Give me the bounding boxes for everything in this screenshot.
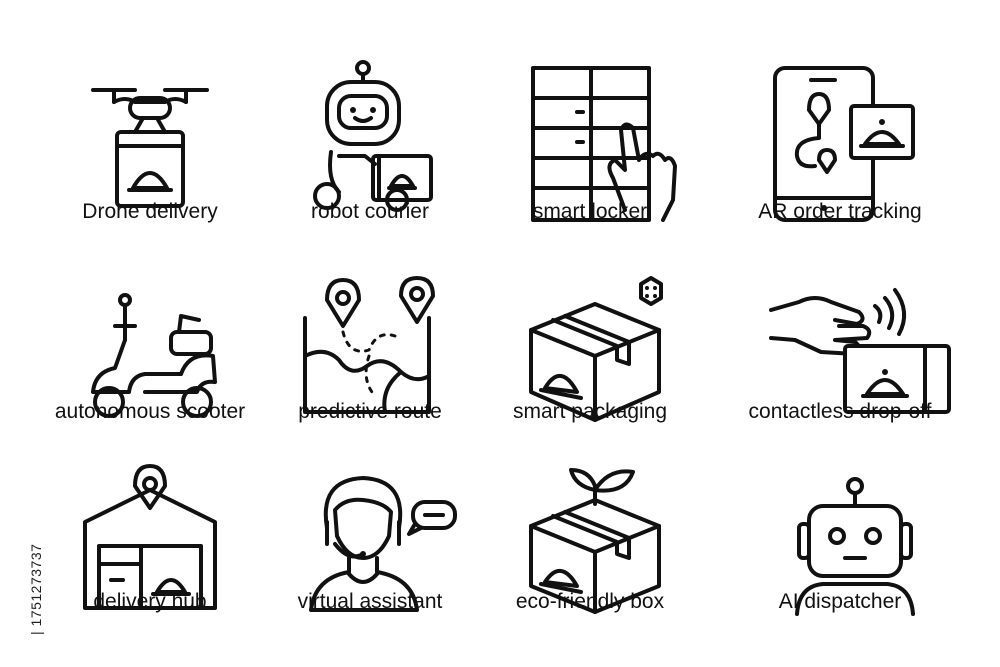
headset-agent-icon bbox=[309, 476, 457, 612]
icon-card-smart-locker: smart locker bbox=[475, 30, 705, 230]
icon-card-ar-order-tracking: AR order tracking bbox=[725, 30, 955, 230]
icon-card-smart-packaging: smart packaging bbox=[475, 230, 705, 430]
icon-card-delivery-hub: delivery hub bbox=[35, 420, 265, 620]
icon-label: predictive route bbox=[298, 400, 442, 423]
ai-robot-icon bbox=[795, 477, 915, 616]
stock-id-text: | 1751273737 bbox=[28, 543, 44, 635]
icon-label: Drone delivery bbox=[82, 200, 218, 223]
icon-label: contactless drop-off bbox=[748, 400, 932, 423]
icon-card-autonomous-scooter: autonomous scooter bbox=[35, 230, 265, 430]
icon-card-drone-delivery: Drone delivery bbox=[35, 30, 265, 230]
icon-label: smart packaging bbox=[512, 400, 668, 423]
icon-label: autonomous scooter bbox=[54, 400, 246, 423]
warehouse-icon bbox=[83, 464, 217, 610]
robot-courier-icon bbox=[313, 60, 433, 212]
icon-card-eco-friendly-box: eco-friendly box bbox=[475, 420, 705, 620]
icon-label: delivery hub bbox=[93, 590, 207, 613]
scooter-icon bbox=[91, 293, 217, 418]
icon-label: AR order tracking bbox=[758, 200, 922, 223]
icon-card-contactless-drop-off: contactless drop-off bbox=[725, 230, 955, 430]
route-map-icon bbox=[303, 276, 435, 414]
contactless-hand-icon bbox=[769, 288, 951, 414]
icon-label: smart locker bbox=[532, 200, 648, 223]
icon-card-virtual-assistant: virtual assistant bbox=[255, 420, 485, 620]
smart-box-icon bbox=[529, 276, 663, 422]
icon-card-ai-dispatcher: AI dispatcher bbox=[725, 420, 955, 620]
icon-card-robot-courier: robot courier bbox=[255, 30, 485, 230]
eco-box-icon bbox=[529, 468, 661, 614]
drone-icon bbox=[91, 88, 209, 208]
icon-label: AI dispatcher bbox=[778, 590, 902, 613]
smart-locker-icon bbox=[531, 66, 677, 222]
icon-card-predictive-route: predictive route bbox=[255, 230, 485, 430]
icon-label: eco-friendly box bbox=[515, 590, 665, 613]
ar-phone-icon bbox=[773, 66, 915, 222]
stock-id-watermark: | 1751273737 bbox=[10, 440, 44, 640]
icon-label: robot courier bbox=[311, 200, 429, 223]
icon-label: virtual assistant bbox=[297, 590, 443, 613]
